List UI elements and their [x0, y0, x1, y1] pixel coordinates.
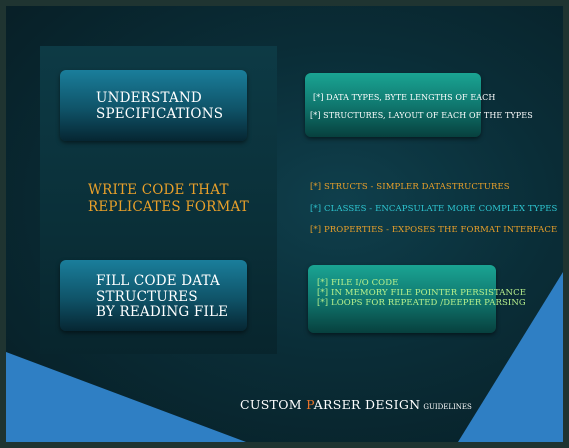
write-note-1: [*] STRUCTS - SIMPLER DATASTRUCTURES — [310, 182, 510, 192]
footer-title-part1: CUSTOM — [240, 397, 307, 412]
step-fill-box: FILL CODE DATA STRUCTURES BY READING FIL… — [60, 260, 247, 331]
write-note-2: [*] CLASSES - ENCAPSULATE MORE COMPLEX T… — [310, 204, 558, 214]
footer-title-accent: P — [306, 397, 314, 412]
understand-note-2: [*] STRUCTURES, LAYOUT OF EACH OF THE TY… — [310, 111, 533, 120]
step-fill-label: FILL CODE DATA STRUCTURES BY READING FIL… — [96, 273, 229, 320]
footer-subtitle: GUIDELINES — [423, 403, 472, 411]
step-understand-box: UNDERSTAND SPECIFICATIONS — [60, 70, 247, 141]
fill-note-1: [*] FILE I/O CODE — [317, 278, 399, 288]
understand-notes-box: [*] DATA TYPES, BYTE LENGTHS OF EACH [*]… — [305, 73, 533, 137]
footer-title-part2: ARSER DESIGN — [313, 397, 421, 412]
step-understand-label: UNDERSTAND SPECIFICATIONS — [96, 90, 224, 122]
step-write-label: WRITE CODE THAT REPLICATES FORMAT — [88, 182, 249, 215]
bottom-left-corner-triangle — [6, 352, 246, 442]
fill-note-3: [*] LOOPS FOR REPEATED /DEEPER PARSING — [317, 298, 526, 308]
fill-note-2: [*] IN MEMORY FILE POINTER PERSISTANCE — [317, 288, 526, 298]
fill-notes-box: [*] FILE I/O CODE [*] IN MEMORY FILE POI… — [308, 265, 526, 333]
corner-decoration — [6, 272, 563, 442]
slide: UNDERSTAND SPECIFICATIONS WRITE CODE THA… — [6, 6, 563, 442]
understand-note-1: [*] DATA TYPES, BYTE LENGTHS OF EACH — [313, 93, 496, 102]
write-note-3: [*] PROPERTIES - EXPOSES THE FORMAT INTE… — [310, 225, 558, 235]
bottom-right-corner-triangle — [458, 272, 563, 442]
